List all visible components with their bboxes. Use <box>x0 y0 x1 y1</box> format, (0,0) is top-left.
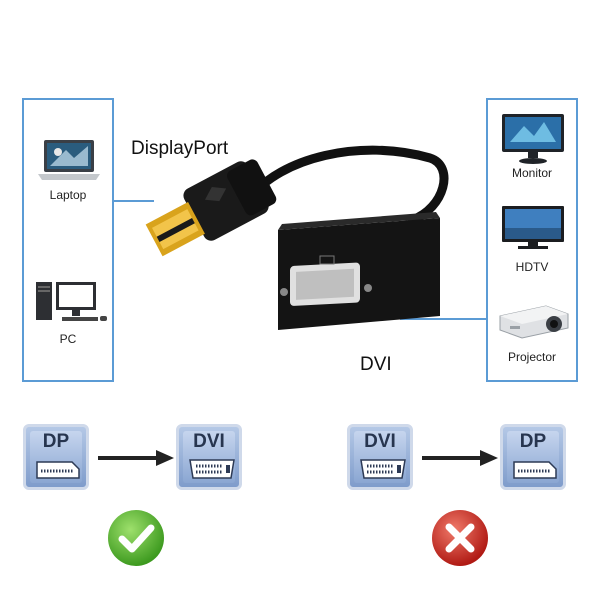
arrow-right-icon <box>98 450 174 466</box>
dvi-port-icon <box>360 459 406 479</box>
dvi-port-icon <box>189 459 235 479</box>
dp-port-icon <box>513 461 557 479</box>
dp-source-badge: DP <box>23 424 89 490</box>
dvi-target-badge: DVI <box>176 424 242 490</box>
projector-icon <box>499 305 569 339</box>
laptop-label: Laptop <box>49 188 87 202</box>
source-devices-panel: Laptop PC <box>22 98 114 382</box>
desktop-pc-icon <box>36 282 107 321</box>
pc-label: PC <box>59 332 77 346</box>
monitor-label: Monitor <box>511 166 552 180</box>
projector-label: Projector <box>507 350 557 364</box>
dp-target-badge: DP <box>500 424 566 490</box>
check-icon <box>108 510 164 566</box>
hdtv-label: HDTV <box>515 260 549 274</box>
hdtv-icon <box>502 206 564 249</box>
dp-port-icon <box>36 461 80 479</box>
dvi-label: DVI <box>360 354 392 375</box>
arrow-right-icon <box>422 450 498 466</box>
dvi-source-badge: DVI <box>347 424 413 490</box>
display-connector-line <box>400 318 486 320</box>
monitor-icon <box>502 114 564 164</box>
displayport-label: DisplayPort <box>131 138 229 159</box>
display-devices-panel: Monitor HDTV Projector <box>486 98 578 382</box>
cross-icon <box>432 510 488 566</box>
source-connector-line <box>114 200 154 202</box>
laptop-icon <box>38 140 100 180</box>
dp-to-dvi-adapter <box>145 145 449 330</box>
